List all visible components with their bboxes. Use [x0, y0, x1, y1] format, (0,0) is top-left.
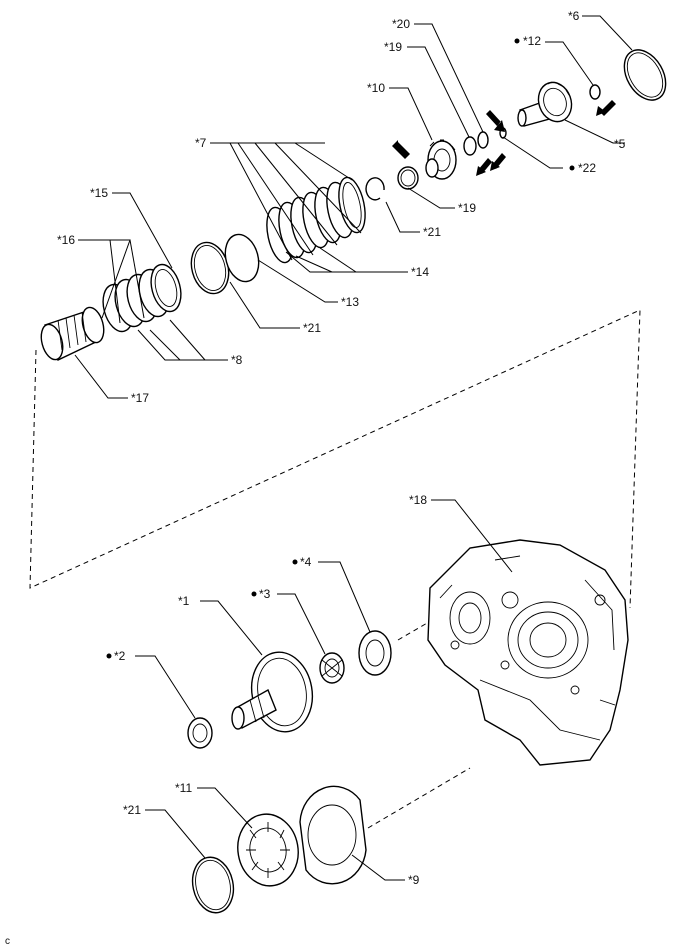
label-6: *6	[568, 9, 580, 23]
label-21-upper: *21	[423, 225, 441, 239]
label-21-lower: *21	[123, 803, 141, 817]
bearing-part-2	[187, 717, 213, 749]
snap-ring-part-21-middle	[190, 233, 260, 295]
snap-ring-part-21-lower	[191, 856, 235, 914]
label-12: *12	[523, 34, 541, 48]
label-1: *1	[178, 594, 190, 608]
washer-part-19-lower	[397, 166, 419, 190]
corner-mark: c	[5, 936, 10, 947]
label-18: *18	[409, 493, 427, 507]
snap-ring-part-6	[623, 49, 667, 101]
label-13: *13	[341, 295, 359, 309]
washer-part-20	[477, 131, 489, 149]
label-5: *5	[614, 137, 626, 151]
label-14: *14	[411, 265, 429, 279]
label-19-lower: *19	[458, 201, 476, 215]
oil-seal-part-4	[358, 630, 392, 676]
clutch-disc-stack-upper	[266, 176, 366, 264]
label-22: *22	[578, 161, 596, 175]
clutch-disc-stack-lower	[102, 263, 182, 333]
label-2: *2	[114, 649, 126, 663]
snap-ring-part-21-upper	[365, 177, 385, 201]
label-19-upper: *19	[384, 40, 402, 54]
label-10: *10	[367, 81, 385, 95]
label-7: *7	[195, 136, 207, 150]
label-17: *17	[131, 391, 149, 405]
callout-labels: *20 *6 *19 *12 *10 *5 *22 *7 *19 *15 *21…	[5, 9, 626, 947]
bearing-part-3	[319, 652, 345, 684]
label-21-middle: *21	[303, 321, 321, 335]
label-3: *3	[259, 587, 271, 601]
label-11: *11	[175, 781, 192, 795]
clutch-drum-part-17	[40, 306, 105, 361]
label-4: *4	[300, 555, 312, 569]
planetary-gear-part-10	[425, 139, 457, 180]
transmission-case-housing	[427, 539, 629, 766]
label-16: *16	[57, 233, 75, 247]
label-9: *9	[408, 873, 420, 887]
label-8: *8	[231, 353, 243, 367]
cover-part-9	[299, 785, 367, 885]
leader-lines	[74, 15, 633, 881]
counter-gear-shaft-part-1	[231, 651, 314, 733]
ring-part-12	[589, 84, 601, 100]
bullet-dots	[106, 38, 575, 659]
label-20: *20	[392, 17, 410, 31]
washer-part-19-upper	[463, 136, 477, 156]
alignment-guides	[29, 309, 641, 829]
shaft-gear-part-5	[517, 81, 573, 127]
label-15: *15	[90, 186, 108, 200]
spring-plate-part-11	[237, 813, 299, 887]
